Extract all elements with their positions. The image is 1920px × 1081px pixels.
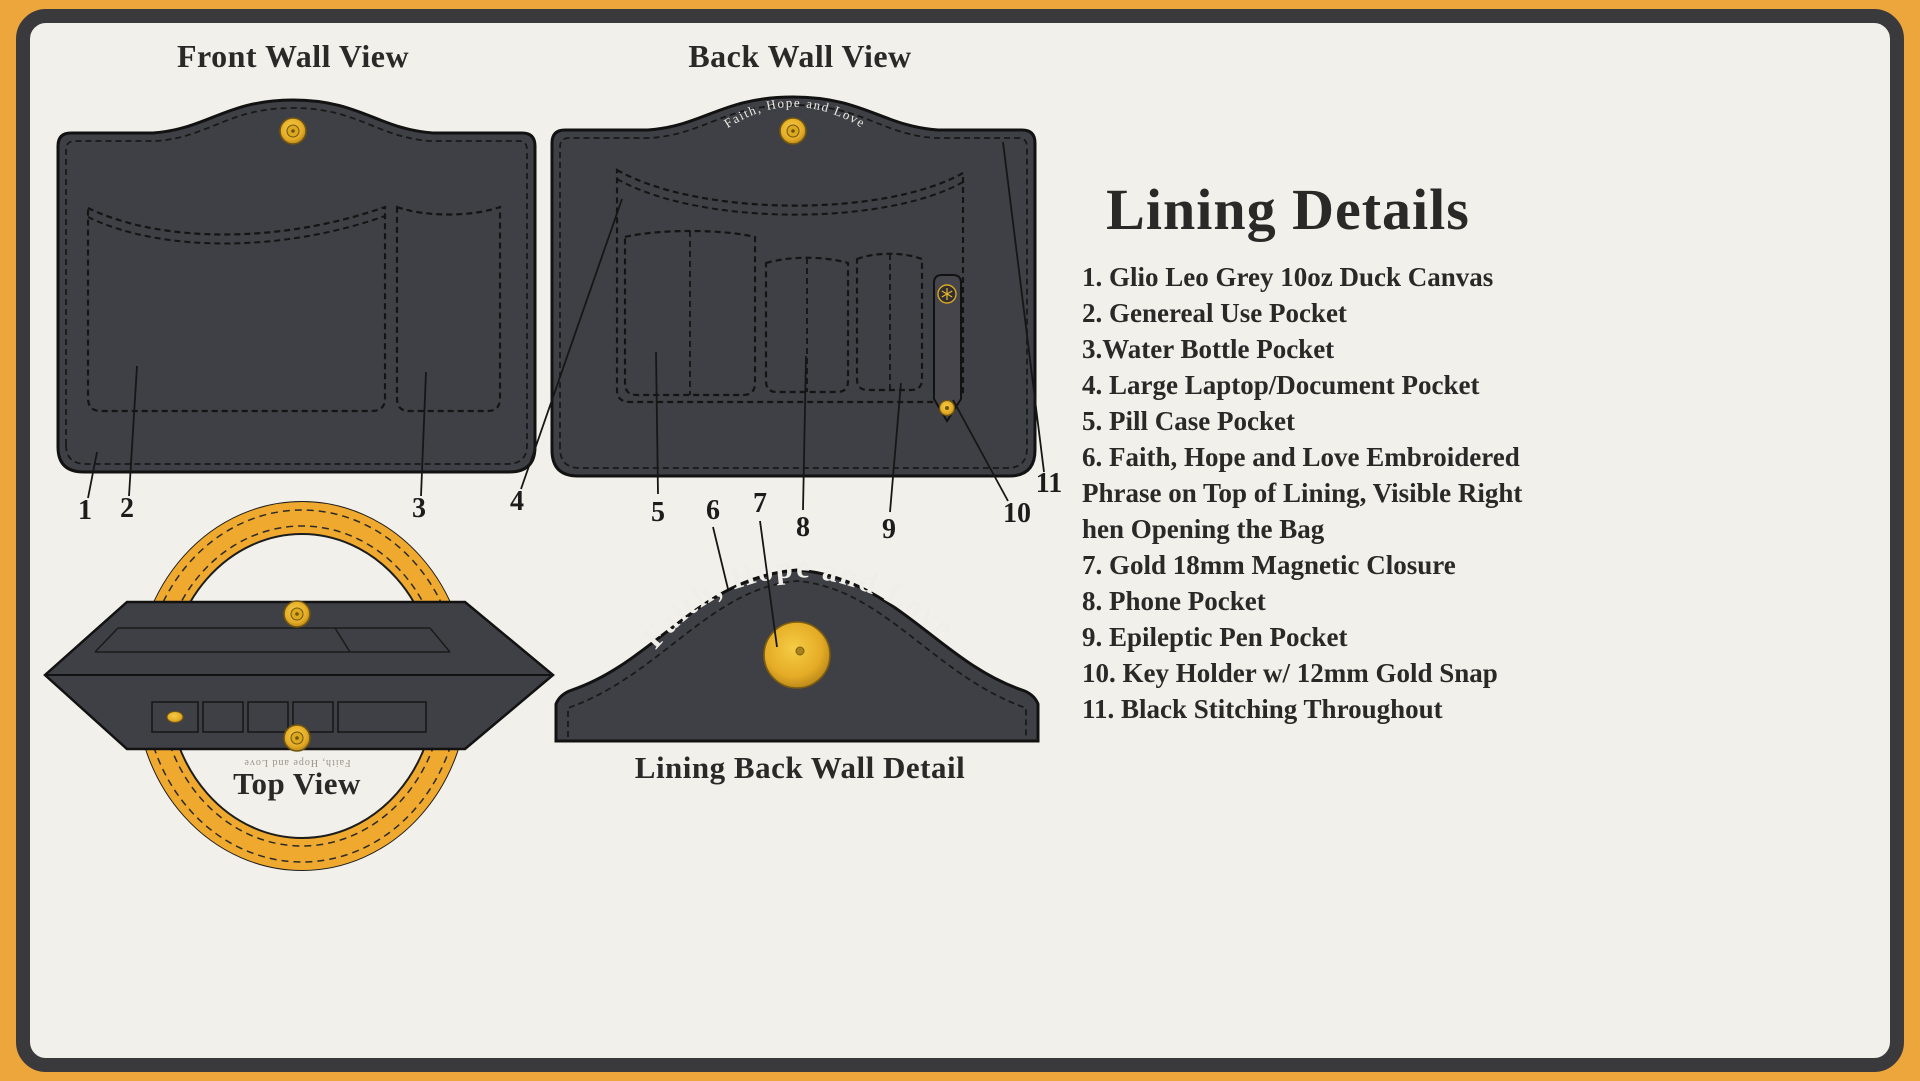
callout-7: 7 [753, 488, 767, 519]
top-view-title: Top View [233, 766, 361, 801]
front-wall-title: Front Wall View [176, 38, 410, 74]
detail-item-7: 7. Gold 18mm Magnetic Closure [1082, 550, 1456, 580]
detail-item-6: 6. Faith, Hope and Love Embroidered Phra… [1082, 442, 1523, 544]
top-view-drawing: Faith, Hope and Love [43, 501, 555, 871]
front-bag-outline [56, 98, 537, 474]
front-pocket-large-inner-stitch [87, 215, 386, 245]
magnetic-closure-dot [795, 646, 805, 656]
back-wall-drawing: Faith, Hope and Love [550, 95, 1037, 478]
back-detail-drawing: Faith, Hope and Love [554, 549, 1040, 743]
back-wall-title: Back Wall View [688, 38, 912, 74]
detail-item-4: 4. Large Laptop/Document Pocket [1082, 370, 1480, 400]
arch-inner-stitch [567, 580, 1027, 737]
top-snap-front-icon [283, 600, 311, 628]
callout-3: 3 [412, 493, 426, 524]
front-snap-icon [279, 117, 307, 145]
pill-case-pocket [623, 229, 757, 397]
detail-item-3: 3.Water Bottle Pocket [1082, 334, 1335, 364]
callout-10: 10 [1003, 498, 1031, 529]
top-mirrored-embroidery: Faith, Hope and Love [243, 757, 350, 768]
detail-item-5: 5. Pill Case Pocket [1082, 406, 1295, 436]
detail-item-1: 1. Glio Leo Grey 10oz Duck Canvas [1082, 262, 1494, 292]
back-detail-title: Lining Back Wall Detail [634, 750, 966, 785]
pen-pocket [855, 252, 924, 392]
top-key-snap-icon [166, 711, 184, 723]
back-panel-outline [615, 168, 965, 404]
front-pocket-right [395, 205, 502, 413]
key-holder-strip [933, 274, 962, 423]
callout-11: 11 [1036, 468, 1062, 499]
front-pocket-large [86, 205, 387, 413]
callout-numbers: 1 2 3 4 5 6 7 8 9 10 11 [78, 468, 1062, 545]
lining-details-title: Lining Details [1106, 177, 1470, 242]
front-edge-stitching [65, 107, 528, 465]
detail-item-9: 9. Epileptic Pen Pocket [1082, 622, 1348, 652]
callout-2: 2 [120, 493, 134, 524]
top-front-pocket-lines [94, 627, 451, 653]
key-holder-snap-dot [945, 406, 949, 410]
top-snap-back-icon [283, 724, 311, 752]
key-holder-button-star [941, 288, 953, 300]
detail-item-2: 2. Genereal Use Pocket [1082, 298, 1347, 328]
callout-8: 8 [796, 512, 810, 543]
front-wall-drawing [56, 98, 537, 474]
detail-item-10: 10. Key Holder w/ 12mm Gold Snap [1082, 658, 1498, 688]
callout-1: 1 [78, 495, 92, 526]
back-edge-stitching [559, 104, 1028, 469]
callout-lines [87, 141, 1045, 648]
lining-details: Lining Details 1. Glio Leo Grey 10oz Duc… [1082, 176, 1562, 727]
top-back-pocket-slots [151, 701, 427, 733]
callout-9: 9 [882, 514, 896, 545]
magnetic-closure-icon [763, 621, 831, 689]
back-panel-inner-stitch [616, 178, 964, 216]
callout-5: 5 [651, 497, 665, 528]
callout-6: 6 [706, 495, 720, 526]
phone-pocket [764, 256, 850, 394]
detail-item-8: 8. Phone Pocket [1082, 586, 1266, 616]
detail-item-11: 11. Black Stitching Throughout [1082, 694, 1443, 724]
callout-4: 4 [510, 486, 524, 517]
lining-details-list: 1. Glio Leo Grey 10oz Duck Canvas 2. Gen… [1082, 259, 1562, 727]
back-snap-icon [779, 117, 807, 145]
